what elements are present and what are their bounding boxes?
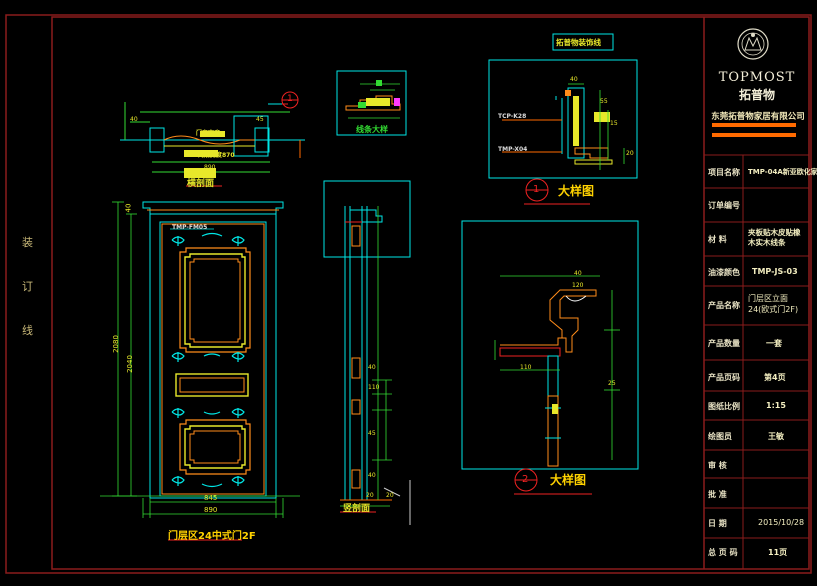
dim-top-head: 40 [124, 203, 133, 213]
section-dim-3: 890 [204, 164, 216, 171]
detail2-dim-2: 120 [572, 282, 584, 289]
tb-value-scale: 1:15 [766, 401, 786, 410]
tb-label-scale: 图纸比例 [708, 402, 740, 411]
binding-char-2: 订 [22, 280, 33, 293]
orange-bar-bottom [712, 133, 796, 137]
detail1-dim-2: 55 [600, 98, 608, 105]
bottom-dim-1: 20 [366, 492, 374, 499]
dim-leaf-height: 2040 [125, 355, 134, 373]
dim-frame-label: 门套宽度 [196, 130, 221, 137]
tb-label-drafter: 绘图员 [708, 432, 732, 441]
inner-border [51, 16, 810, 570]
tb-label-date: 日 期 [708, 519, 727, 528]
company-logo-cn: 拓普物 [738, 88, 775, 102]
tb-label-quantity: 产品数量 [708, 339, 740, 348]
tb-value-drafter: 王敏 [768, 432, 784, 441]
side-dim-3: 45 [368, 430, 376, 437]
tb-label-order: 订单编号 [708, 201, 740, 210]
outer-border [5, 14, 812, 574]
detail2-dim-4: 25 [608, 380, 616, 387]
dim-door-leaf-label: 门扇宽度870 [198, 152, 235, 159]
company-full-name: 东莞拓普物家居有限公司 [711, 112, 805, 122]
company-name-en: TOPMOST [718, 70, 796, 85]
tb-value-total: 11页 [768, 548, 788, 557]
binding-char-1: 装 [22, 236, 33, 249]
tb-value-material: 夹板贴木皮贴橡木实木线条 [748, 228, 801, 247]
tb-label-project: 项目名称 [708, 168, 740, 177]
door-model-tag: TMP-FM05 [172, 224, 208, 231]
dim-leaf-width: 845 [204, 494, 218, 502]
tb-value-paint: TMP-JS-03 [752, 267, 798, 276]
tb-value-product: 门层区立面 24(欧式门2F) [748, 294, 799, 314]
orange-bar-top [712, 123, 796, 127]
corner-carvings [171, 232, 245, 488]
side-section-title: 竖剖面 [343, 504, 371, 514]
tb-label-material: 材 料 [708, 235, 727, 244]
tb-value-page: 第4页 [764, 373, 786, 382]
detail2-dim-3: 110 [520, 364, 532, 371]
company-logo [737, 28, 769, 60]
line-detail [336, 70, 407, 136]
tb-label-page: 产品页码 [708, 373, 740, 382]
detail2-title: 大样图 [550, 473, 587, 487]
tb-label-product: 产品名称 [708, 301, 740, 310]
tb-value-project: TMP-04A新亚欧化家 [748, 168, 817, 176]
tb-label-paint: 油漆颜色 [708, 268, 740, 277]
title-block-grid [704, 154, 809, 569]
profile-tag-1: TCP-K28 [498, 113, 527, 120]
side-dim-1: 40 [368, 364, 376, 371]
tb-value-quantity: 一套 [766, 339, 782, 348]
detail1-title: 大样图 [558, 184, 595, 198]
detail2-dim-1: 40 [574, 270, 582, 277]
tb-label-approve: 批 准 [708, 490, 727, 499]
section-dim-1: 40 [130, 116, 138, 123]
bottom-dim-2: 20 [386, 492, 394, 499]
detail2-number: 2 [522, 474, 529, 485]
profile-tag-2: TMP-X04 [498, 146, 528, 153]
door-elevation [100, 201, 300, 518]
binding-char-3: 线 [22, 324, 33, 337]
dim-overall-height: 2080 [111, 335, 120, 353]
tb-label-total: 总 页 码 [708, 548, 738, 557]
detail1-dim-1: 40 [570, 76, 578, 83]
dim-overall-width: 890 [204, 506, 218, 514]
tb-value-date: 2015/10/28 [758, 518, 805, 527]
detail-2 [461, 220, 639, 495]
top-callout-number: 1 [287, 94, 293, 104]
detail-box-title: 拓普物装饰线 [556, 38, 601, 47]
section-dim-2: 45 [256, 116, 264, 123]
side-dim-4: 40 [368, 472, 376, 479]
vertical-section [323, 180, 411, 525]
top-section-title: 横剖面 [187, 179, 215, 189]
tb-label-review: 审 核 [708, 461, 727, 470]
elevation-dimension-lines [100, 201, 300, 518]
detail1-number: 1 [533, 184, 540, 195]
line-detail-title: 线条大样 [356, 125, 388, 134]
side-dim-2: 110 [368, 384, 380, 391]
detail1-dim-3: 15 [610, 120, 618, 127]
detail1-dim-4: 20 [626, 150, 634, 157]
main-elevation-title: 门层区24中式门2F [168, 531, 256, 542]
top-horizontal-section [120, 91, 305, 178]
detail-1 [488, 33, 638, 205]
